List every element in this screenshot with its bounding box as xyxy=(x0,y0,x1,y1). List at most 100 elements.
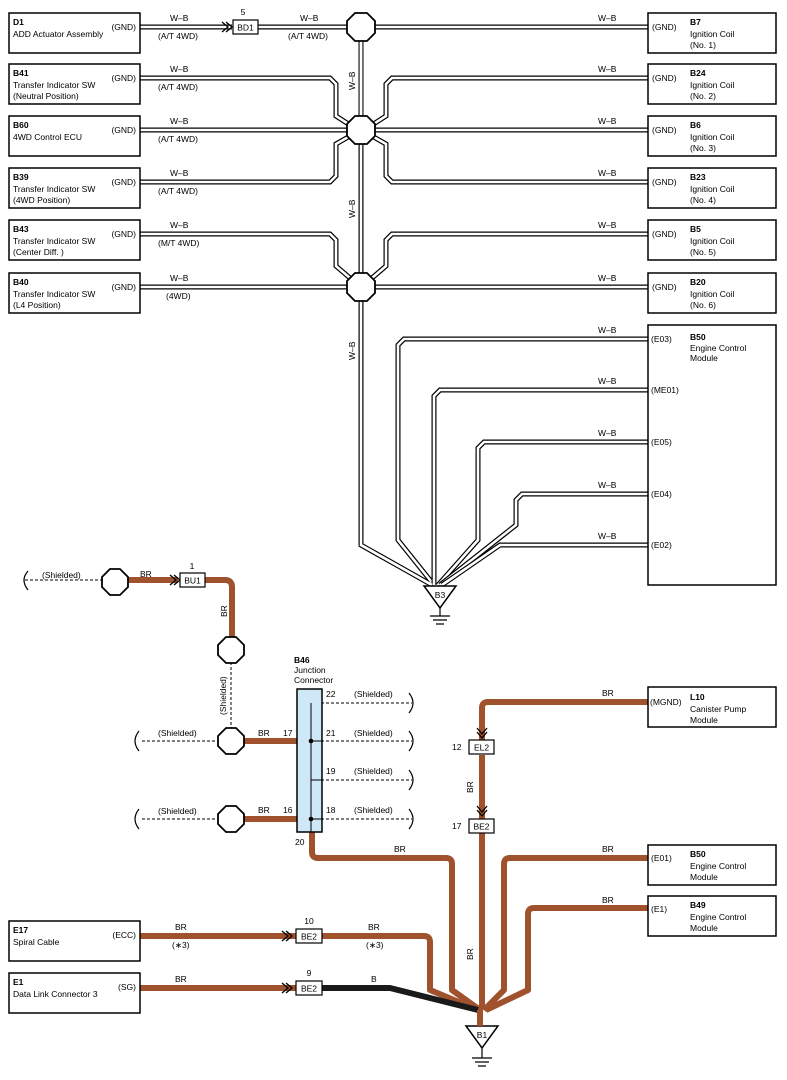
svg-text:BR: BR xyxy=(175,922,187,932)
svg-text:12: 12 xyxy=(452,742,462,752)
svg-text:BE2: BE2 xyxy=(301,932,317,942)
svg-text:(M/T 4WD): (M/T 4WD) xyxy=(158,238,200,248)
svg-text:Ignition Coil: Ignition Coil xyxy=(690,132,735,142)
svg-text:B6: B6 xyxy=(690,120,701,130)
splice-octagons-bottom xyxy=(101,568,245,833)
svg-text:B50: B50 xyxy=(690,332,706,342)
svg-text:22: 22 xyxy=(326,689,336,699)
svg-text:BR: BR xyxy=(465,781,475,793)
bd1-pin: 5 xyxy=(241,7,246,17)
svg-text:(No. 3): (No. 3) xyxy=(690,143,716,153)
connector-el2: EL2 12 xyxy=(452,727,495,755)
svg-text:W–B: W–B xyxy=(598,64,617,74)
svg-text:(GND): (GND) xyxy=(111,125,136,135)
svg-text:BR: BR xyxy=(140,569,152,579)
left-components: D1 ADD Actuator Assembly (GND) B41 Trans… xyxy=(8,12,141,314)
svg-text:W–B: W–B xyxy=(170,220,189,230)
shield-labels: (Shielded) (Shielded) (Shielded) (Shield… xyxy=(42,570,393,816)
svg-text:(GND): (GND) xyxy=(652,125,677,135)
svg-text:W–B: W–B xyxy=(598,168,617,178)
component-b41: B41 Transfer Indicator SW (Neutral Posit… xyxy=(8,63,141,105)
svg-text:EL2: EL2 xyxy=(474,743,489,753)
svg-text:(GND): (GND) xyxy=(111,177,136,187)
svg-text:Transfer Indicator SW: Transfer Indicator SW xyxy=(13,80,95,90)
svg-text:(SG): (SG) xyxy=(118,982,136,992)
svg-text:B7: B7 xyxy=(690,17,701,27)
wb-wiring xyxy=(140,24,650,588)
svg-text:(E02): (E02) xyxy=(651,540,672,550)
svg-text:B24: B24 xyxy=(690,68,706,78)
svg-text:W–B: W–B xyxy=(598,273,617,283)
svg-text:Module: Module xyxy=(690,715,718,725)
trunk-wire-label: W–B xyxy=(347,341,357,360)
svg-text:(A/T 4WD): (A/T 4WD) xyxy=(158,186,198,196)
svg-text:Module: Module xyxy=(690,872,718,882)
svg-text:9: 9 xyxy=(307,968,312,978)
svg-text:B41: B41 xyxy=(13,68,29,78)
svg-text:4WD Control ECU: 4WD Control ECU xyxy=(13,132,82,142)
component-b39: B39 Transfer Indicator SW (4WD Position)… xyxy=(8,167,141,209)
svg-text:(E05): (E05) xyxy=(651,437,672,447)
svg-text:Junction: Junction xyxy=(294,665,326,675)
svg-text:(Shielded): (Shielded) xyxy=(354,805,393,815)
svg-text:BR: BR xyxy=(258,728,270,738)
component-b40: B40 Transfer Indicator SW (L4 Position) … xyxy=(8,272,141,314)
svg-text:E1: E1 xyxy=(13,977,24,987)
svg-text:BR: BR xyxy=(465,948,475,960)
svg-text:21: 21 xyxy=(326,728,336,738)
svg-text:Module: Module xyxy=(690,923,718,933)
svg-text:(Shielded): (Shielded) xyxy=(354,689,393,699)
svg-text:(GND): (GND) xyxy=(652,22,677,32)
svg-text:Engine Control: Engine Control xyxy=(690,912,746,922)
svg-text:W–B: W–B xyxy=(300,13,319,23)
svg-text:17: 17 xyxy=(283,728,293,738)
svg-text:W–B: W–B xyxy=(170,64,189,74)
svg-text:B60: B60 xyxy=(13,120,29,130)
svg-text:(E01): (E01) xyxy=(651,853,672,863)
component-b43: B43 Transfer Indicator SW (Center Diff. … xyxy=(8,219,141,261)
svg-text:ADD Actuator Assembly: ADD Actuator Assembly xyxy=(13,29,104,39)
svg-text:B: B xyxy=(371,974,377,984)
svg-text:B5: B5 xyxy=(690,224,701,234)
svg-text:(Shielded): (Shielded) xyxy=(158,806,197,816)
svg-text:(Shielded): (Shielded) xyxy=(354,728,393,738)
svg-text:BR: BR xyxy=(602,895,614,905)
svg-text:BR: BR xyxy=(175,974,187,984)
svg-text:(Center Diff. ): (Center Diff. ) xyxy=(13,247,64,257)
svg-text:Ignition Coil: Ignition Coil xyxy=(690,184,735,194)
right-components: (GND) B7 Ignition Coil (No. 1) (GND) B24… xyxy=(647,12,777,586)
svg-text:(Shielded): (Shielded) xyxy=(158,728,197,738)
component-b7: (GND) B7 Ignition Coil (No. 1) xyxy=(647,12,777,54)
svg-text:BR: BR xyxy=(394,844,406,854)
svg-text:BU1: BU1 xyxy=(184,576,201,586)
svg-text:W–B: W–B xyxy=(170,168,189,178)
svg-text:Ignition Coil: Ignition Coil xyxy=(690,29,735,39)
svg-text:19: 19 xyxy=(326,766,336,776)
svg-text:20: 20 xyxy=(295,837,305,847)
shield-lines xyxy=(23,570,414,830)
component-b50-lower: (E01) B50 Engine Control Module xyxy=(647,844,777,886)
splice-point xyxy=(101,568,129,596)
svg-text:B20: B20 xyxy=(690,277,706,287)
component-b49: (E1) B49 Engine Control Module xyxy=(647,895,777,937)
svg-text:W–B: W–B xyxy=(598,428,617,438)
svg-text:B43: B43 xyxy=(13,224,29,234)
svg-text:B46: B46 xyxy=(294,655,310,665)
svg-text:W–B: W–B xyxy=(598,220,617,230)
svg-text:W–B: W–B xyxy=(598,531,617,541)
svg-text:(Neutral Position): (Neutral Position) xyxy=(13,91,79,101)
component-d1: D1 ADD Actuator Assembly (GND) xyxy=(8,12,141,54)
connector-bu1: BU1 1 xyxy=(169,561,206,588)
svg-text:(GND): (GND) xyxy=(111,73,136,83)
svg-text:B40: B40 xyxy=(13,277,29,287)
br-labels: BR BR BR BR BR BR BR BR BR BR BR BR BR B xyxy=(140,569,614,984)
svg-text:B39: B39 xyxy=(13,172,29,182)
connector-be2-e1: BE2 9 xyxy=(281,968,323,996)
component-b50-ecm: B50 Engine Control Module (E03) (ME01) (… xyxy=(647,324,777,586)
svg-text:BR: BR xyxy=(602,844,614,854)
svg-text:BE2: BE2 xyxy=(301,984,317,994)
left-wire-labels: W–B (A/T 4WD) W–B (A/T 4WD) W–B (A/T 4WD… xyxy=(158,13,328,301)
svg-text:Ignition Coil: Ignition Coil xyxy=(690,236,735,246)
trunk-wire-label: W–B xyxy=(347,71,357,90)
